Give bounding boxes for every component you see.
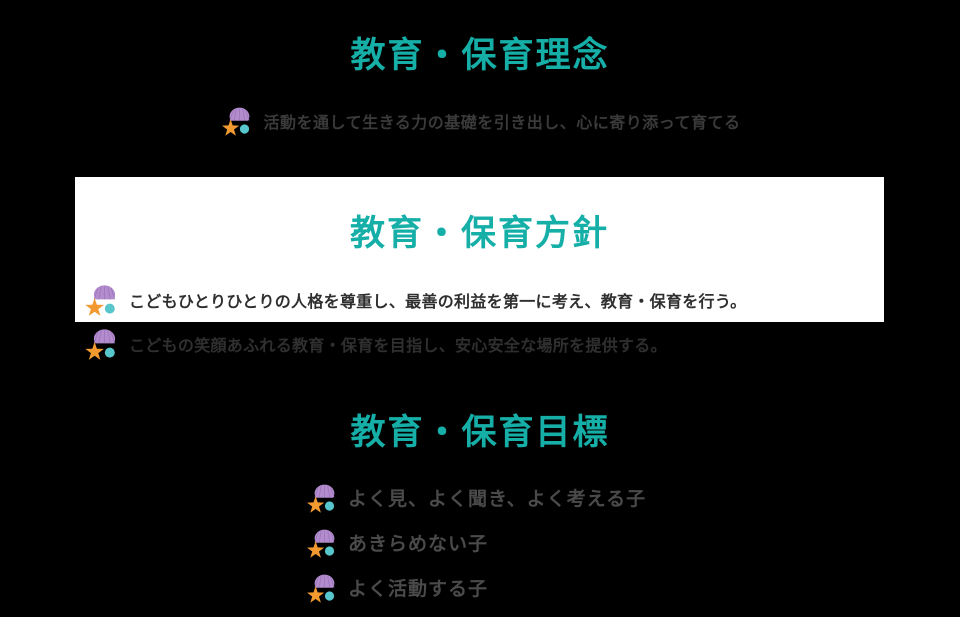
shell-starfish-icon: [83, 327, 123, 361]
goal-item-text: よく活動する子: [348, 578, 489, 601]
policy-item-text: こどもの笑顔あふれる教育・保育を目指し、安心安全な場所を提供する。: [129, 335, 667, 355]
policy-item-text: こどもひとりひとりの人格を尊重し、最善の利益を第一に考え、教育・保育を行う。: [129, 291, 747, 311]
goals-list: よく見、よく聞き、よく考える子: [0, 482, 960, 604]
list-item: こどもひとりひとりの人格を尊重し、最善の利益を第一に考え、教育・保育を行う。: [83, 283, 878, 317]
philosophy-text: 活動を通して生きる力の基礎を引き出し、心に寄り添って育てる: [263, 112, 741, 132]
shell-starfish-icon: [220, 105, 256, 137]
list-item: こどもの笑顔あふれる教育・保育を目指し、安心安全な場所を提供する。: [83, 327, 878, 361]
policy-section: 教育・保育方針: [75, 177, 884, 360]
goals-heading: 教育・保育目標: [350, 413, 610, 454]
shell-starfish-icon: [305, 482, 341, 514]
shell-starfish-icon: [305, 527, 341, 559]
philosophy-heading: 教育・保育理念: [350, 36, 610, 77]
list-item: よく活動する子: [305, 572, 960, 604]
policy-heading: 教育・保育方針: [349, 214, 609, 255]
philosophy-row: 活動を通して生きる力の基礎を引き出し、心に寄り添って育てる: [0, 105, 960, 137]
page-root: 教育・保育理念: [0, 0, 960, 603]
goal-item-text: よく見、よく聞き、よく考える子: [348, 488, 647, 511]
goals-section: 教育・保育目標: [0, 385, 960, 617]
shell-starfish-icon: [305, 572, 341, 604]
shell-starfish-icon: [83, 283, 123, 317]
policy-list: こどもひとりひとりの人格を尊重し、最善の利益を第一に考え、教育・保育を行う。: [75, 283, 884, 361]
list-item: あきらめない子: [305, 527, 960, 559]
goal-item-text: あきらめない子: [348, 533, 489, 556]
list-item: よく見、よく聞き、よく考える子: [305, 482, 960, 514]
philosophy-section: 教育・保育理念: [0, 0, 960, 137]
